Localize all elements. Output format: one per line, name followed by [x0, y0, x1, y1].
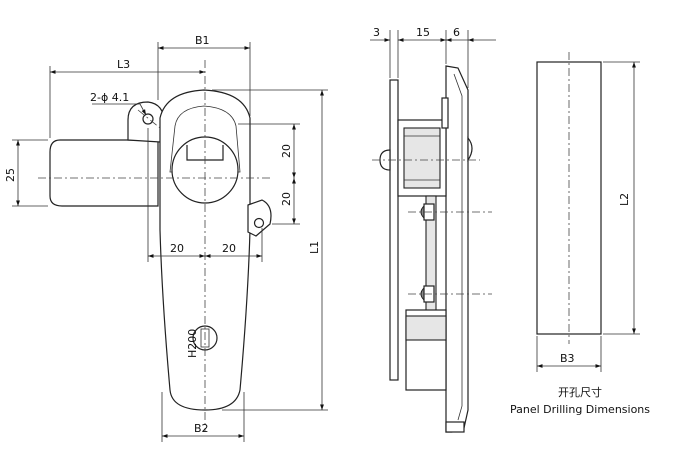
dim-b2: B2 [194, 422, 209, 435]
cutout-view: L2 B3 开孔尺寸 Panel Drilling Dimensions [510, 52, 650, 416]
dim-15: 15 [416, 26, 430, 39]
dim-20-upper: 20 [280, 144, 293, 158]
dim-20-left: 20 [170, 242, 184, 255]
head-plate [169, 105, 241, 173]
dim-25: 25 [4, 168, 17, 182]
front-view: B1 L3 2-ϕ 4.1 25 20 20 20 20 L1 [4, 34, 328, 442]
dim-20-right: 20 [222, 242, 236, 255]
dim-l2: L2 [618, 193, 631, 206]
lever-lug [127, 101, 165, 143]
dim-b1: B1 [195, 34, 210, 47]
dim-h200: H200 [186, 329, 199, 358]
mount-hole-lower [253, 217, 265, 229]
handle-profile [445, 65, 469, 433]
dim-l3: L3 [117, 58, 130, 71]
dim-b3: B3 [560, 352, 575, 365]
caption-english: Panel Drilling Dimensions [510, 403, 650, 416]
dim-6: 6 [453, 26, 460, 39]
lever-handle [49, 139, 159, 207]
dim-20-lower: 20 [280, 192, 293, 206]
dim-l1: L1 [308, 241, 321, 254]
side-view: 3 15 6 [370, 26, 496, 433]
mount-hole-upper [142, 113, 154, 125]
dim-3: 3 [373, 26, 380, 39]
dim-holes: 2-ϕ 4.1 [90, 91, 129, 104]
caption-chinese: 开孔尺寸 [558, 385, 602, 399]
mount-plate [389, 79, 399, 381]
